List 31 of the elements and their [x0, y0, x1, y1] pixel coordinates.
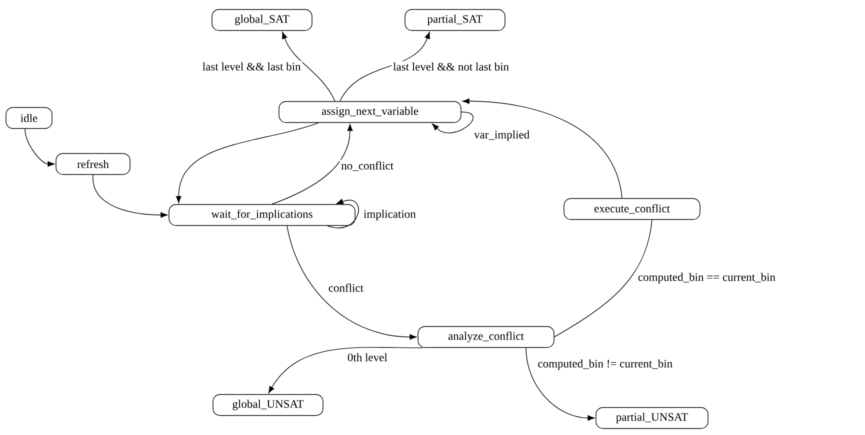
- edge-label: conflict: [326, 282, 366, 294]
- state-box: global_UNSAT: [212, 394, 324, 416]
- arrow: [92, 174, 168, 218]
- arrow: [268, 346, 423, 394]
- state-box: partial_UNSAT: [596, 407, 708, 429]
- edge-label: computed_bin == current_bin: [636, 271, 777, 285]
- state-box: refresh: [56, 153, 130, 175]
- edge-label: computed_bin != current_bin: [536, 358, 674, 372]
- edge-label: implication: [362, 208, 418, 222]
- state-box: execute_conflict: [564, 198, 700, 220]
- arrow: [462, 98, 622, 198]
- edge-label: no_conflict: [340, 160, 396, 172]
- state-box: partial_SAT: [404, 9, 506, 31]
- state-box: analyze_conflict: [418, 326, 554, 348]
- arrow: [432, 112, 474, 134]
- arrow: [282, 32, 336, 102]
- state-box: global_SAT: [212, 9, 312, 31]
- arrow: [327, 198, 359, 228]
- edge-label: 0th level: [346, 352, 389, 363]
- state-box: assign_next_variable: [278, 101, 462, 123]
- arrow: [526, 347, 595, 421]
- edge-label: last level && not last bin: [392, 61, 510, 72]
- arrow: [24, 128, 55, 167]
- edge-label: var_implied: [472, 128, 532, 142]
- arrow: [176, 122, 319, 204]
- arrow: [286, 226, 417, 340]
- state-box: idle: [6, 107, 52, 129]
- state-box: wait_for_implications: [168, 204, 356, 226]
- edge-label: last level && last bin: [200, 60, 302, 72]
- arrow: [272, 124, 353, 204]
- arrow: [340, 32, 430, 102]
